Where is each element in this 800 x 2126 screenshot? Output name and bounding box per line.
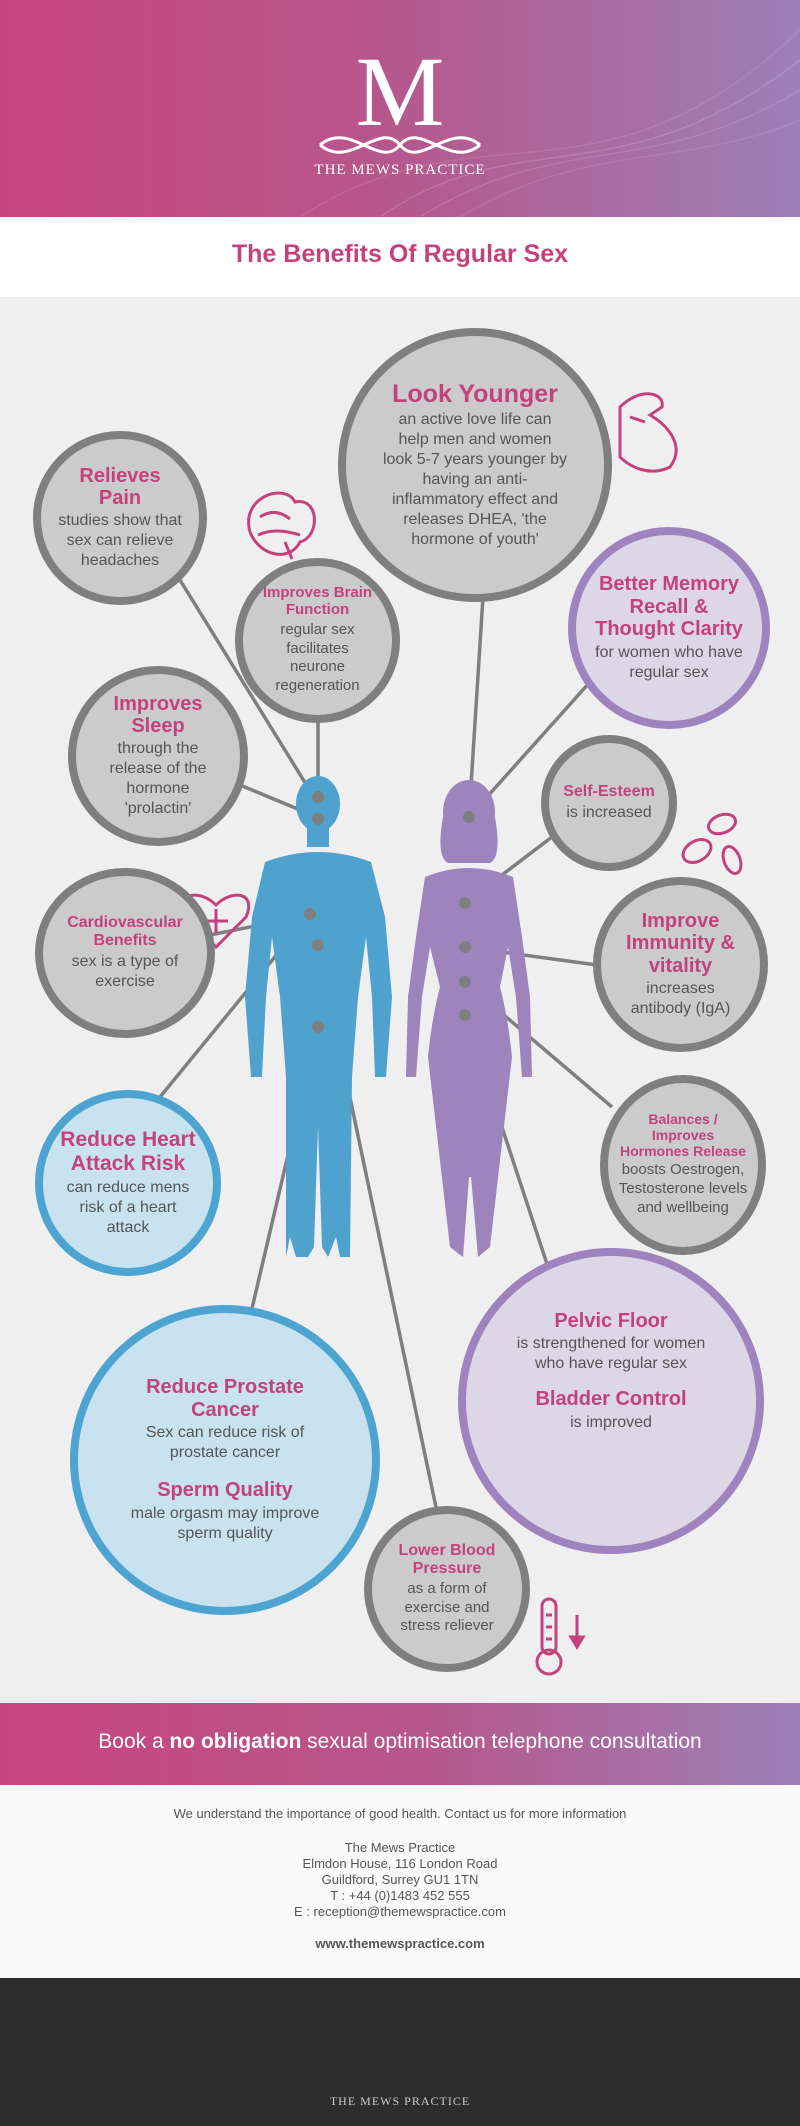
- contact-phone[interactable]: T : +44 (0)1483 452 555: [330, 1888, 470, 1903]
- pelvic-heading: Pelvic Floor: [554, 1310, 668, 1332]
- sleep-heading: Improves Sleep: [113, 692, 203, 737]
- memory-text: for women who have regular sex: [595, 643, 743, 681]
- esteem-heading: Self-Esteem: [563, 783, 655, 801]
- footer: [0, 1978, 800, 2126]
- sperm-text: male orgasm may improve sperm quality: [130, 1504, 320, 1542]
- pelvic-text: is strengthened for women who have regul…: [516, 1335, 706, 1373]
- svg-text:M: M: [356, 36, 445, 147]
- look-younger-text: an active love life can help men and wom…: [382, 411, 568, 548]
- immunity-heading: Improve Immunity & vitality: [626, 909, 735, 977]
- contact-section: [0, 1785, 800, 1978]
- bubble-hormones: Balances / Improves Hormones Release boo…: [600, 1075, 766, 1255]
- bubble-immunity: Improve Immunity & vitality increases an…: [593, 877, 768, 1052]
- cta-prefix: Book a: [98, 1730, 170, 1753]
- cardio-text: sex is a type of exercise: [71, 952, 179, 990]
- thermometer-icon: [535, 1597, 563, 1676]
- contact-name: The Mews Practice: [344, 1840, 456, 1855]
- contact-intro: We understand the importance of good hea…: [173, 1806, 627, 1821]
- brain-icon: [247, 491, 316, 560]
- immunity-text: increases antibody (IgA): [630, 980, 731, 1018]
- bubble-pelvic-floor: Pelvic Floor is strengthened for women w…: [458, 1248, 764, 1554]
- cta-bold: no obligation: [169, 1730, 302, 1753]
- memory-heading: Better Memory Recall & Thought Clarity: [595, 573, 743, 641]
- contact-website[interactable]: www.themewspractice.com: [315, 1936, 485, 1951]
- heart-text: can reduce mens risk of a heart attack: [66, 1178, 190, 1236]
- connector-dots: [304, 791, 475, 1033]
- prostate-text: Sex can reduce risk of prostate cancer: [145, 1424, 305, 1462]
- hormones-text: boosts Oestrogen, Testosterone levels an…: [618, 1161, 748, 1216]
- bubble-self-esteem: Self-Esteem is increased: [541, 735, 677, 871]
- monogram-logo-icon: M: [319, 36, 481, 154]
- look-younger-heading: Look Younger: [392, 380, 558, 408]
- bladder-heading: Bladder Control: [535, 1388, 687, 1411]
- cardio-heading: Cardiovascular Benefits: [67, 914, 183, 949]
- relieves-pain-heading: Relieves Pain: [79, 464, 161, 509]
- cta-banner[interactable]: [0, 1703, 800, 1785]
- contact-address1: Elmdon House, 116 London Road: [302, 1856, 498, 1871]
- esteem-text: is increased: [566, 803, 652, 821]
- bubble-brain-function: Improves Brain Function regular sex faci…: [235, 558, 400, 723]
- contact-address2: Guildford, Surrey GU1 1TN: [321, 1872, 479, 1887]
- blood-pressure-heading: Lower Blood Pressure: [398, 1541, 496, 1577]
- brand-name: THE MEWS PRACTICE: [314, 162, 486, 178]
- brain-heading: Improves Brain Function: [262, 584, 373, 618]
- male-figure: [245, 776, 392, 1257]
- footer-brand-name: THE MEWS PRACTICE: [329, 2094, 471, 2108]
- bubble-better-memory: Better Memory Recall & Thought Clarity f…: [568, 527, 770, 729]
- header-banner: M THE MEWS PRACTICE: [0, 0, 800, 217]
- brain-text: regular sex facilitates neurone regenera…: [275, 620, 360, 695]
- body-diagram: [158, 392, 743, 1676]
- heart-heading: Reduce Heart Attack Risk: [60, 1128, 196, 1175]
- bubble-look-younger: Look Younger an active love life can hel…: [338, 328, 612, 602]
- arrow-down-icon: [568, 1615, 586, 1650]
- bubble-improves-sleep: Improves Sleep through the release of th…: [68, 666, 248, 846]
- bubble-heart-attack: Reduce Heart Attack Risk can reduce mens…: [35, 1090, 221, 1276]
- bubble-blood-pressure: Lower Blood Pressure as a form of exerci…: [364, 1506, 530, 1672]
- relieves-pain-text: studies show that sex can relieve headac…: [58, 512, 182, 570]
- blood-cells-icon: [681, 812, 743, 875]
- bubble-cardiovascular: Cardiovascular Benefits sex is a type of…: [35, 868, 215, 1038]
- bladder-text: is improved: [570, 1413, 652, 1431]
- bubble-prostate: Reduce Prostate Cancer Sex can reduce ri…: [70, 1305, 380, 1615]
- cta-suffix: sexual optimisation telephone consultati…: [301, 1730, 702, 1753]
- sperm-heading: Sperm Quality: [157, 1479, 293, 1502]
- bubble-relieves-pain: Relieves Pain studies show that sex can …: [33, 431, 207, 605]
- title-band: [0, 217, 800, 297]
- sleep-text: through the release of the hormone 'prol…: [109, 740, 207, 818]
- cta-text[interactable]: Book a no obligation sexual optimisation…: [0, 1730, 800, 1754]
- page-title: The Benefits Of Regular Sex: [231, 240, 569, 268]
- blood-pressure-text: as a form of exercise and stress relieve…: [400, 1579, 494, 1635]
- bicep-icon: [618, 392, 678, 473]
- hormones-heading: Balances / Improves Hormones Release: [619, 1111, 747, 1159]
- prostate-heading: Reduce Prostate Cancer: [146, 1376, 304, 1421]
- header-wave-decoration: [299, 29, 800, 217]
- contact-email[interactable]: E : reception@themewspractice.com: [294, 1904, 506, 1919]
